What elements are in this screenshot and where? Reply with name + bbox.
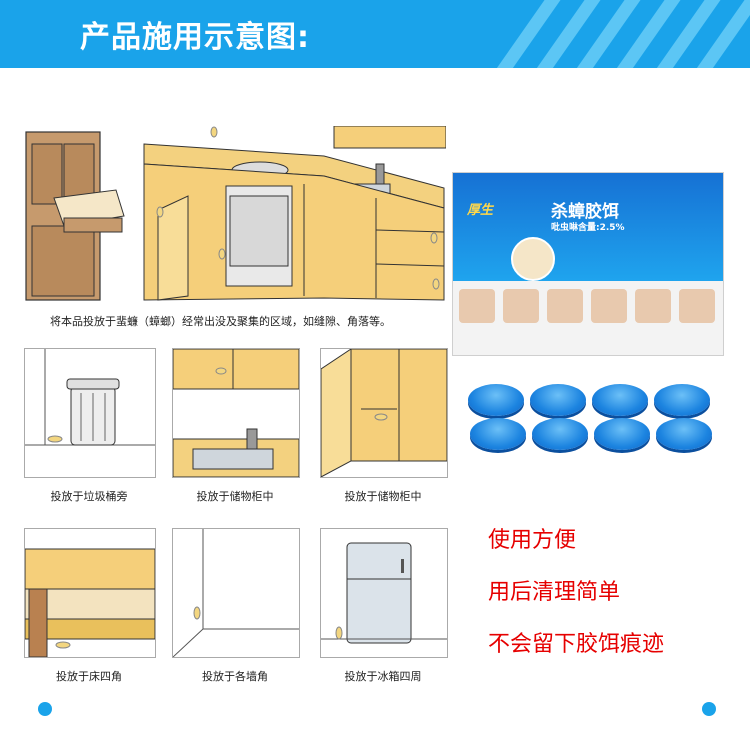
corner-dot — [38, 702, 52, 716]
scene-fridge — [320, 528, 448, 658]
feature-text: 用后清理简单 — [488, 580, 621, 605]
bait-disc — [530, 384, 586, 416]
bait-disc — [654, 384, 710, 416]
scene-caption: 投放于垃圾桶旁 — [50, 490, 128, 503]
scene-cabinet-door — [320, 348, 448, 478]
package-brand: 厚生 — [467, 203, 494, 218]
bait-discs — [468, 378, 718, 458]
scene-caption: 投放于冰箱四周 — [344, 670, 422, 683]
page-title: 产品施用示意图: — [80, 20, 310, 55]
scene-sink-cabinet — [172, 348, 300, 478]
scene-wall-corner — [172, 528, 300, 658]
wall-corner-icon — [173, 529, 299, 657]
trash-can-icon — [25, 349, 155, 446]
scene-caption: 投放于床四角 — [56, 670, 122, 683]
scene-trash-can — [24, 348, 156, 478]
step-image — [547, 289, 583, 323]
bait-disc — [468, 384, 524, 416]
package-top — [453, 173, 723, 281]
scene-bed — [24, 528, 156, 658]
package-product-name: 杀蟑胶饵 — [551, 202, 619, 222]
feature-text: 使用方便 — [488, 528, 577, 553]
bait-disc — [532, 418, 588, 450]
bait-disc — [656, 418, 712, 450]
header-banner: 产品施用示意图: — [0, 0, 750, 68]
bed-icon — [25, 548, 155, 657]
package-steps — [453, 285, 723, 345]
sink-cabinet-icon — [173, 349, 299, 477]
fridge-icon — [321, 542, 447, 644]
scene-caption: 投放于各墙角 — [202, 670, 268, 683]
bait-disc — [592, 384, 648, 416]
cabinet-door-icon — [321, 349, 447, 477]
package-ingredient: 吡虫啉含量:2.5% — [551, 223, 625, 233]
scene-caption: 投放于储物柜中 — [344, 490, 422, 503]
step-image — [635, 289, 671, 323]
corner-dot — [702, 702, 716, 716]
main-caption: 将本品投放于蜚蠊（蟑螂）经常出没及聚集的区域，如缝隙、角落等。 — [50, 315, 391, 328]
step-image — [679, 289, 715, 323]
step-image — [459, 289, 495, 323]
step-image — [503, 289, 539, 323]
bait-disc — [594, 418, 650, 450]
feature-text: 不会留下胶饵痕迹 — [488, 632, 665, 657]
scene-caption: 投放于储物柜中 — [196, 490, 274, 503]
bait-disc — [470, 418, 526, 450]
step-image — [591, 289, 627, 323]
package-bait-icon — [511, 237, 555, 281]
kitchen-illustration — [24, 126, 446, 302]
product-package: 厚生 杀蟑胶饵 吡虫啉含量:2.5% — [452, 172, 724, 356]
